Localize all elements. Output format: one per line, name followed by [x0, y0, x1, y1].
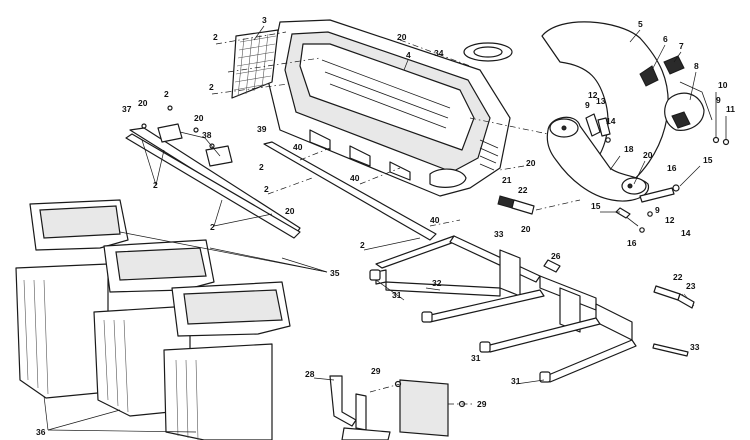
- callout-c-2g: 2: [210, 222, 215, 232]
- alignment-lines: [211, 31, 581, 405]
- callout-c-9a: 9: [716, 95, 721, 105]
- callout-c-16b: 16: [627, 238, 637, 248]
- bagger-mounting-frame: [369, 235, 637, 383]
- callout-c-35: 35: [330, 268, 340, 278]
- callout-c-2c: 2: [164, 89, 169, 99]
- chute-adapter-housing: [546, 116, 650, 202]
- callout-c-21: 21: [502, 175, 512, 185]
- callout-c-31a: 31: [392, 290, 402, 300]
- callout-c-14b: 14: [681, 228, 691, 238]
- callout-c-39: 39: [257, 124, 267, 134]
- callout-c-14a: 14: [606, 116, 616, 126]
- callout-c-2b: 2: [209, 82, 214, 92]
- callout-c-26: 26: [551, 251, 561, 261]
- callout-c-15a: 15: [703, 155, 713, 165]
- grass-bag-right: [163, 281, 291, 440]
- callout-c-20f: 20: [643, 150, 653, 160]
- bag-support-rail-lower: [263, 141, 437, 241]
- callout-c-2e: 2: [259, 162, 264, 172]
- callout-c-8: 8: [694, 61, 699, 71]
- callout-c-12a: 12: [588, 90, 598, 100]
- callout-c-37: 37: [122, 104, 132, 114]
- callout-c-20b: 20: [138, 98, 148, 108]
- callout-c-33a: 33: [494, 229, 504, 239]
- callout-c-36: 36: [36, 427, 46, 437]
- callout-c-2d: 2: [153, 180, 158, 190]
- callout-c-3: 3: [262, 15, 267, 25]
- callout-c-18: 18: [624, 144, 634, 154]
- spring-pin-assembly-right: [653, 285, 695, 309]
- callout-c-9c: 9: [655, 205, 660, 215]
- callout-c-31b: 31: [471, 353, 481, 363]
- callout-c-22a: 22: [518, 185, 528, 195]
- pivot-rod: [652, 343, 689, 357]
- chute-latch-parts: [639, 55, 713, 131]
- callout-c-40a: 40: [293, 142, 303, 152]
- callout-c-29b: 29: [477, 399, 487, 409]
- discharge-chute-tube: [541, 21, 669, 197]
- bagger-top-frame: [267, 19, 511, 197]
- callout-c-34: 34: [434, 48, 444, 58]
- callout-c-2f: 2: [264, 184, 269, 194]
- callout-c-9b: 9: [585, 100, 590, 110]
- callout-c-22b: 22: [673, 272, 683, 282]
- callout-c-20g: 20: [521, 224, 531, 234]
- callout-c-2h: 2: [360, 240, 365, 250]
- callout-c-23: 23: [686, 281, 696, 291]
- callout-c-6: 6: [663, 34, 668, 44]
- callout-c-5: 5: [638, 19, 643, 29]
- callout-c-20c: 20: [194, 113, 204, 123]
- callout-c-16a: 16: [667, 163, 677, 173]
- callout-leader-lines: [43, 25, 701, 433]
- callout-c-29a: 29: [371, 366, 381, 376]
- callout-c-40c: 40: [430, 215, 440, 225]
- callout-c-40b: 40: [350, 173, 360, 183]
- callout-c-11: 11: [726, 104, 735, 114]
- callout-c-38: 38: [202, 130, 212, 140]
- lower-mount-bracket: [329, 375, 466, 440]
- fastener-set-right: [712, 92, 730, 146]
- spring-pin-assembly: [497, 195, 535, 215]
- callout-c-10: 10: [718, 80, 728, 90]
- bag-support-rail-upper: [125, 105, 301, 239]
- callout-c-7: 7: [679, 41, 684, 51]
- gasket-ring: [463, 42, 513, 62]
- callout-c-2a: 2: [213, 32, 218, 42]
- callout-c-31c: 31: [511, 376, 521, 386]
- hinge-lever-set: [585, 113, 680, 233]
- callout-c-33b: 33: [690, 342, 700, 352]
- callout-c-20e: 20: [526, 158, 536, 168]
- callout-c-15b: 15: [591, 201, 601, 211]
- callout-c-20a: 20: [397, 32, 407, 42]
- callout-c-13: 13: [596, 96, 606, 106]
- callout-c-12b: 12: [665, 215, 675, 225]
- bagger-screen: [231, 29, 279, 99]
- callout-c-32: 32: [432, 278, 442, 288]
- callout-c-28: 28: [305, 369, 315, 379]
- grass-bag-left: [15, 199, 129, 399]
- callout-c-20d: 20: [285, 206, 295, 216]
- callout-c-4: 4: [406, 50, 411, 60]
